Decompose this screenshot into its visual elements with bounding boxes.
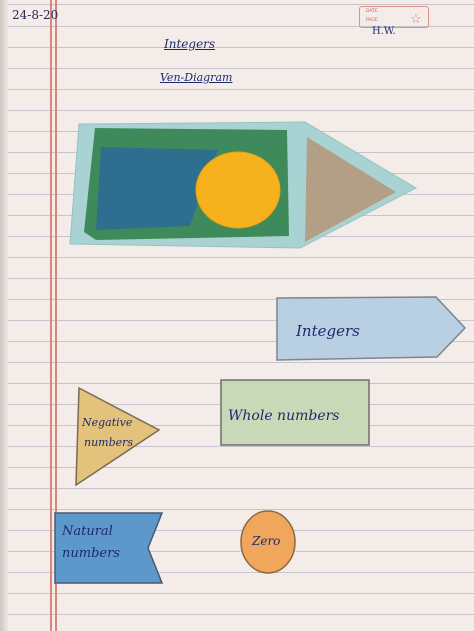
handwritten-date: 24-8-20: [12, 8, 59, 22]
negative-numbers-label-line1: Negative: [81, 416, 133, 429]
date-box-date-label: DATE: [366, 9, 378, 14]
whole-numbers-label: Whole numbers: [228, 408, 339, 424]
page-binding: [0, 0, 8, 631]
star-icon: ☆: [410, 12, 422, 27]
zero-label: Zero: [251, 534, 280, 548]
page-subtitle: Ven-Diagram: [160, 71, 233, 84]
tan-triangle: [305, 137, 396, 242]
margin-line-2: [55, 0, 57, 631]
date-page-box: DATE PAGE: [359, 6, 429, 28]
negative-numbers-label-line2: numbers: [84, 436, 133, 449]
margin-line-1: [50, 0, 52, 631]
integers-label: Integers: [295, 322, 360, 340]
date-box-page-label: PAGE: [366, 18, 378, 23]
natural-numbers-label-line1: Natural: [61, 524, 113, 539]
natural-numbers-flag: [54, 512, 164, 584]
natural-numbers-label-line2: numbers: [62, 546, 120, 561]
page-title: Integers: [164, 37, 216, 51]
zero-oval: [240, 510, 296, 574]
whole-numbers-rect: [220, 379, 370, 446]
blue-card: [96, 147, 218, 230]
negative-numbers-triangle: [75, 386, 161, 487]
integers-arrow-shape: [276, 296, 467, 361]
yellow-circle: [195, 151, 281, 229]
homework-mark: H.W.: [372, 26, 396, 37]
